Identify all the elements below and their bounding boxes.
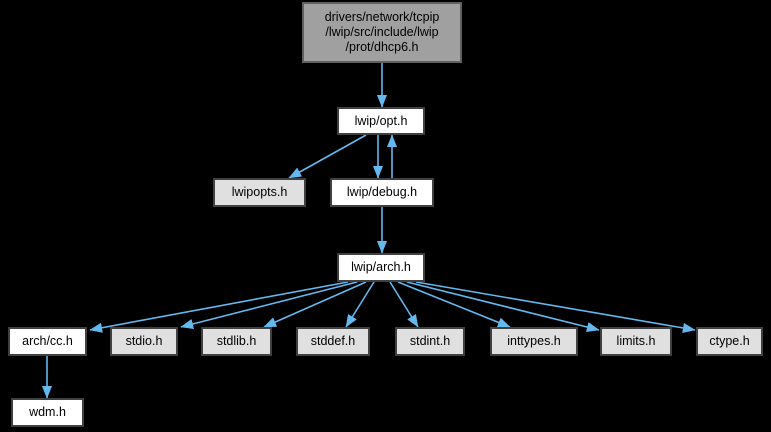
node-label: lwip/arch.h	[351, 260, 411, 274]
node-label: ctype.h	[709, 334, 750, 348]
node-lwipopts[interactable]: lwipopts.h	[213, 178, 306, 207]
node-label: lwip/opt.h	[354, 113, 408, 128]
edge-arch-to-limits	[406, 281, 600, 333]
node-opt[interactable]: lwip/opt.h	[337, 107, 425, 135]
node-dhcp6: drivers/network/tcpip /lwip/src/include/…	[302, 2, 462, 63]
node-label: stdio.h	[125, 334, 163, 348]
edge-arch-to-inttypes	[397, 281, 511, 328]
node-label: wdm.h	[29, 405, 66, 419]
node-label: limits.h	[616, 334, 656, 348]
node-label: arch/cc.h	[22, 334, 73, 348]
node-stdio[interactable]: stdio.h	[110, 327, 178, 356]
edge-arch-to-stddef	[345, 281, 375, 328]
node-stdint[interactable]: stdint.h	[395, 327, 465, 356]
node-cc[interactable]: arch/cc.h	[8, 327, 87, 356]
node-label: stdlib.h	[216, 334, 257, 348]
edge-arch-to-stdlib	[263, 281, 367, 328]
node-wdm[interactable]: wdm.h	[11, 398, 84, 427]
node-label: drivers/network/tcpip /lwip/src/include/…	[324, 10, 440, 54]
edge-arch-to-stdio	[180, 281, 358, 329]
edge-opt-to-lwipopts	[288, 134, 367, 179]
node-inttypes[interactable]: inttypes.h	[490, 327, 578, 356]
node-limits[interactable]: limits.h	[600, 327, 672, 356]
node-stdlib[interactable]: stdlib.h	[201, 327, 272, 356]
node-arch[interactable]: lwip/arch.h	[337, 253, 425, 282]
node-label: lwipopts.h	[231, 185, 288, 199]
edge-arch-to-stdint	[389, 281, 419, 328]
node-label: stdint.h	[409, 334, 451, 348]
node-ctype[interactable]: ctype.h	[696, 327, 763, 356]
edge-arch-to-cc	[89, 281, 349, 333]
node-label: lwip/debug.h	[346, 185, 418, 199]
node-label: stddef.h	[310, 334, 356, 348]
edge-arch-to-ctype	[415, 281, 696, 333]
node-stddef[interactable]: stddef.h	[296, 327, 370, 356]
node-debug[interactable]: lwip/debug.h	[330, 178, 434, 207]
node-label: inttypes.h	[507, 334, 561, 348]
